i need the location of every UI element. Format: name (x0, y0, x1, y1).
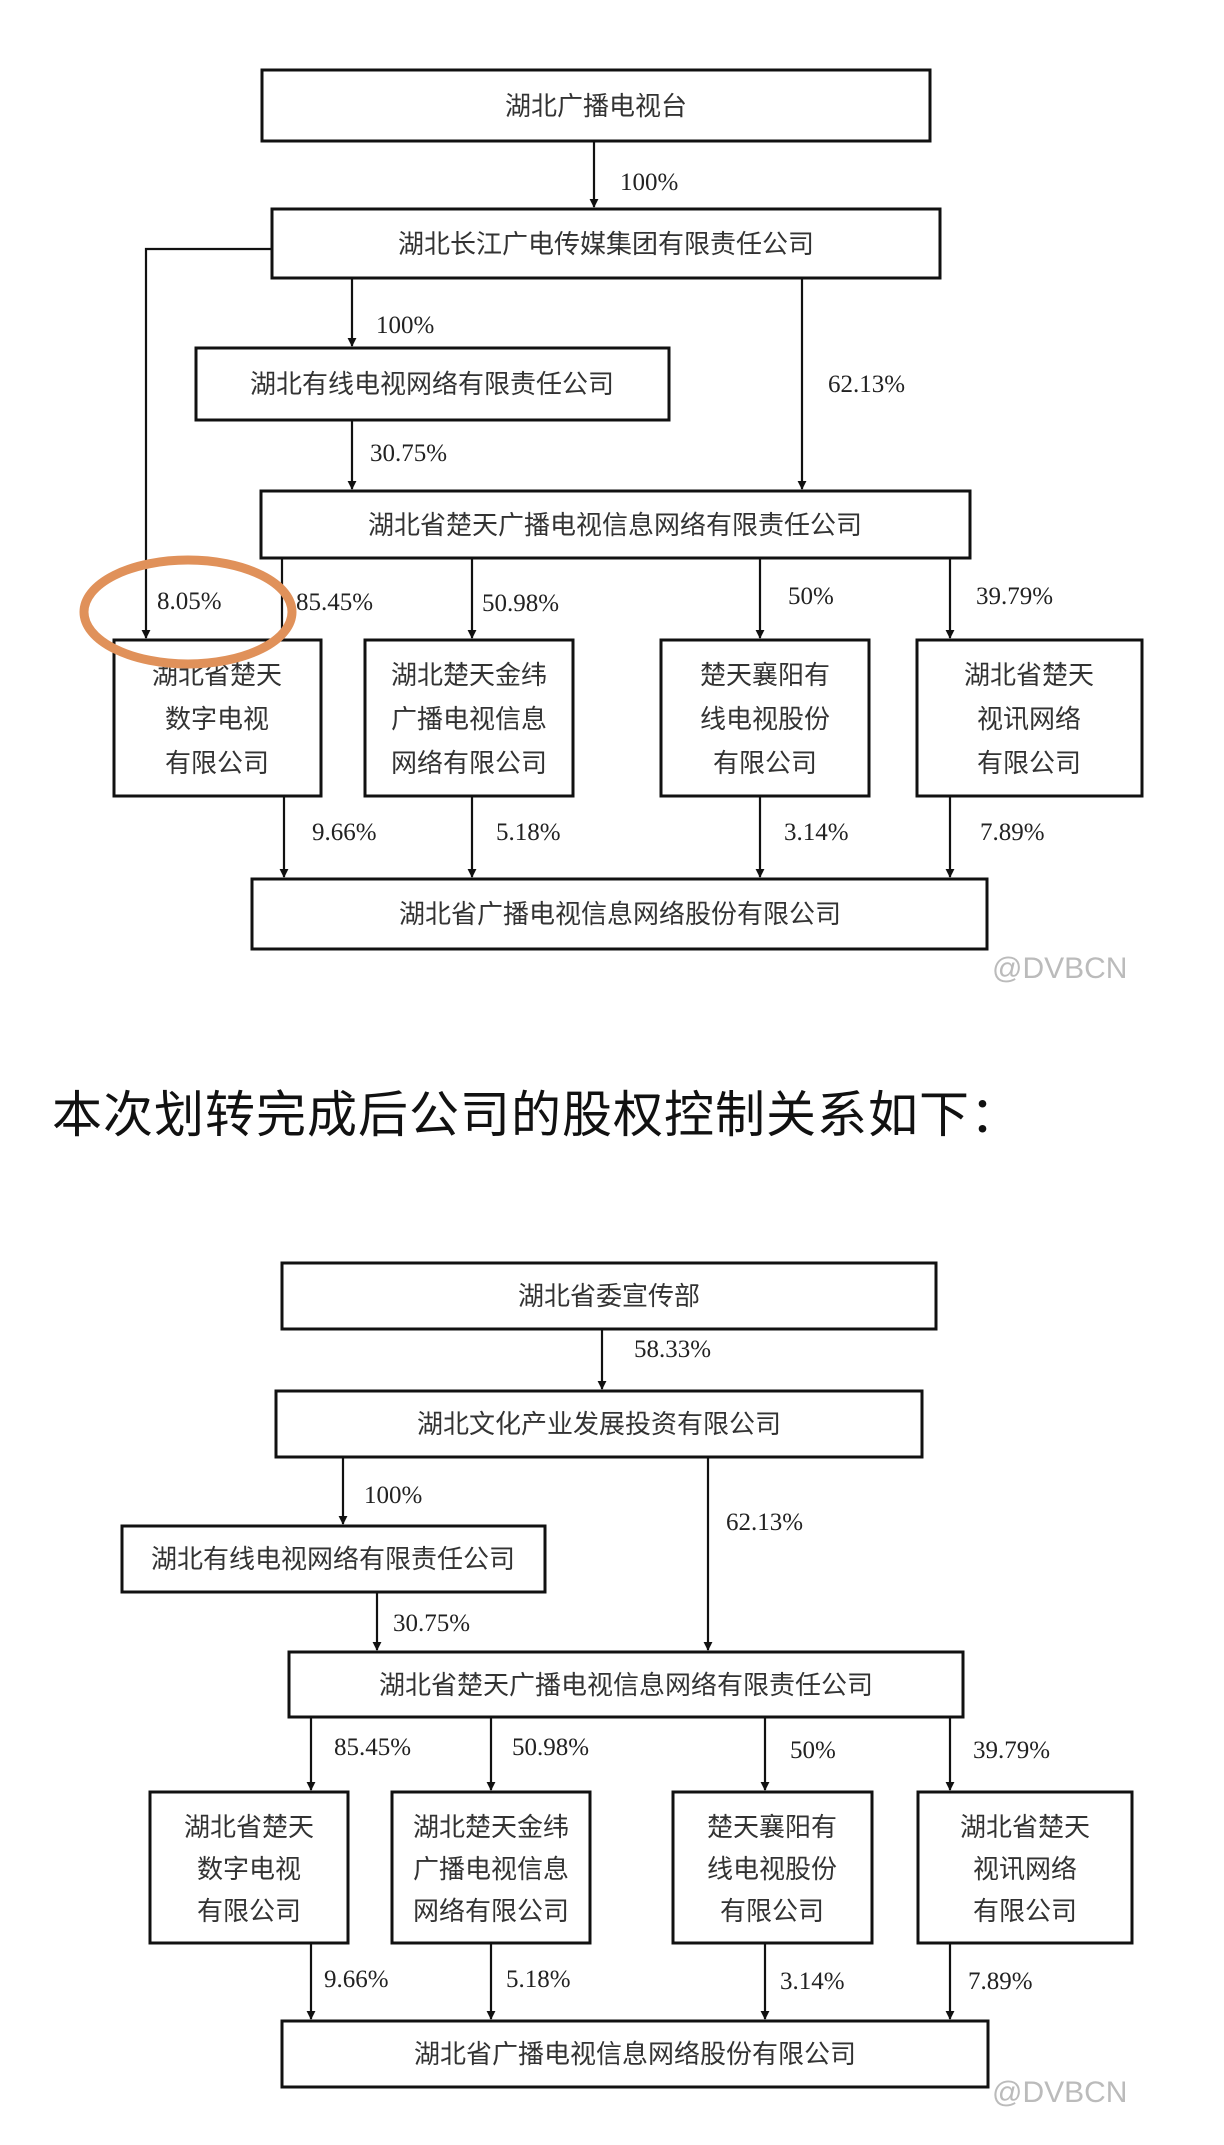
node-chutian-shixun: 湖北省楚天 视讯网络 有限公司 (916, 1790, 1134, 1945)
node-culture-invest: 湖北文化产业发展投资有限公司 (274, 1389, 924, 1459)
node-label-line: 数字电视 (165, 705, 269, 735)
node-hubei-cable: 湖北有线电视网络有限责任公司 (194, 346, 671, 422)
node-chutian-digital: 湖北省楚天 数字电视 有限公司 (112, 638, 323, 798)
node-label-line: 视讯网络 (973, 1855, 1077, 1885)
section-heading: 本次划转完成后公司的股权控制关系如下： (52, 1086, 1021, 1144)
node-chutian-xiangyang: 楚天襄阳有 线电视股份 有限公司 (671, 1790, 874, 1945)
edge-label: 30.75% (393, 1610, 470, 1637)
after-diagram: 湖北省委宣传部 湖北文化产业发展投资有限公司 湖北有线电视网络有限责任公司 湖北… (120, 1261, 1134, 2109)
edge-label: 100% (364, 1482, 422, 1509)
node-chutian-jinwei: 湖北楚天金纬 广播电视信息 网络有限公司 (390, 1790, 592, 1945)
edge-label: 62.13% (726, 1509, 803, 1536)
edge-label: 7.89% (980, 819, 1045, 846)
node-label-line: 有限公司 (713, 749, 817, 779)
edge-label: 39.79% (976, 583, 1053, 610)
before-diagram: 湖北广播电视台 湖北长江广电传媒集团有限责任公司 湖北有线电视网络有限责任公司 … (79, 68, 1144, 985)
edge-label: 50.98% (512, 1734, 589, 1761)
node-label-line: 有限公司 (197, 1897, 301, 1927)
edge-label: 85.45% (334, 1734, 411, 1761)
before-edges (141, 141, 955, 878)
node-label-line: 线电视股份 (700, 705, 830, 735)
node-label-line: 网络有限公司 (391, 749, 547, 779)
node-label-line: 楚天襄阳有 (700, 661, 830, 691)
node-label-line: 湖北省楚天 (964, 661, 1094, 691)
before-edge-labels: 100% 100% 62.13% 30.75% 8.05% 85.45% 50.… (157, 169, 1053, 846)
edge-label: 50% (788, 583, 834, 610)
node-label-line: 视讯网络 (977, 705, 1081, 735)
edge-label: 5.18% (506, 1966, 571, 1993)
node-label-line: 数字电视 (197, 1855, 301, 1885)
edge-label: 3.14% (784, 819, 849, 846)
node-chutian-xiangyang: 楚天襄阳有 线电视股份 有限公司 (659, 638, 871, 798)
node-label: 湖北省楚天广播电视信息网络有限责任公司 (368, 511, 862, 541)
node-label: 湖北有线电视网络有限责任公司 (250, 370, 614, 400)
node-hubei-cable: 湖北有线电视网络有限责任公司 (120, 1524, 547, 1594)
node-chutian-network: 湖北省楚天广播电视信息网络有限责任公司 (259, 489, 972, 560)
edge-group-to-digital (141, 247, 271, 639)
highlight-circle (79, 555, 297, 669)
edge-label: 100% (620, 169, 678, 196)
node-label-line: 楚天襄阳有 (707, 1813, 837, 1843)
after-edge-labels: 58.33% 100% 62.13% 30.75% 85.45% 50.98% … (324, 1336, 1050, 1995)
node-label: 湖北广播电视台 (505, 92, 687, 122)
node-chutian-jinwei: 湖北楚天金纬 广播电视信息 网络有限公司 (363, 638, 575, 798)
edge-label: 62.13% (828, 371, 905, 398)
node-label-line: 有限公司 (973, 1897, 1077, 1927)
node-label-line: 有限公司 (977, 749, 1081, 779)
node-chutian-digital: 湖北省楚天 数字电视 有限公司 (148, 1790, 350, 1945)
node-label-line: 湖北楚天金纬 (391, 661, 547, 691)
node-propaganda-dept: 湖北省委宣传部 (280, 1261, 938, 1331)
watermark: @DVBCN (992, 952, 1127, 985)
edge-label: 50% (790, 1737, 836, 1764)
edge-label: 8.05% (157, 588, 222, 615)
edge-label: 9.66% (312, 819, 377, 846)
edge-label: 39.79% (973, 1737, 1050, 1764)
node-label-line: 网络有限公司 (413, 1897, 569, 1927)
node-listed-company: 湖北省广播电视信息网络股份有限公司 (280, 2019, 990, 2089)
edge-label: 85.45% (296, 589, 373, 616)
node-label-line: 湖北省楚天 (960, 1813, 1090, 1843)
edge-label: 50.98% (482, 590, 559, 617)
edge-label: 30.75% (370, 440, 447, 467)
node-label-line: 湖北楚天金纬 (413, 1813, 569, 1843)
node-label-line: 湖北省楚天 (184, 1813, 314, 1843)
node-hubei-tv: 湖北广播电视台 (260, 68, 932, 143)
node-label: 湖北有线电视网络有限责任公司 (151, 1545, 515, 1575)
edge-label: 58.33% (634, 1336, 711, 1363)
node-label: 湖北长江广电传媒集团有限责任公司 (398, 230, 814, 260)
node-label: 湖北省委宣传部 (518, 1282, 700, 1312)
edge-label: 9.66% (324, 1966, 389, 1993)
node-listed-company: 湖北省广播电视信息网络股份有限公司 (250, 877, 989, 951)
watermark: @DVBCN (992, 2076, 1127, 2109)
node-label: 湖北省广播电视信息网络股份有限公司 (414, 2040, 856, 2070)
node-chutian-shixun: 湖北省楚天 视讯网络 有限公司 (915, 638, 1144, 798)
node-label: 湖北省楚天广播电视信息网络有限责任公司 (379, 1671, 873, 1701)
node-label-line: 广播电视信息 (413, 1855, 569, 1885)
edge-label: 3.14% (780, 1968, 845, 1995)
edge-label: 7.89% (968, 1968, 1033, 1995)
node-label-line: 有限公司 (165, 749, 269, 779)
after-edges (306, 1329, 955, 2020)
node-label-line: 广播电视信息 (391, 705, 547, 735)
node-changjiang-group: 湖北长江广电传媒集团有限责任公司 (270, 207, 942, 280)
node-label-line: 有限公司 (720, 1897, 824, 1927)
edge-label: 100% (376, 312, 434, 339)
node-chutian-network: 湖北省楚天广播电视信息网络有限责任公司 (287, 1650, 965, 1719)
edge-label: 5.18% (496, 819, 561, 846)
node-label-line: 线电视股份 (707, 1855, 837, 1885)
node-label: 湖北省广播电视信息网络股份有限公司 (399, 900, 841, 930)
node-label: 湖北文化产业发展投资有限公司 (417, 1410, 781, 1440)
